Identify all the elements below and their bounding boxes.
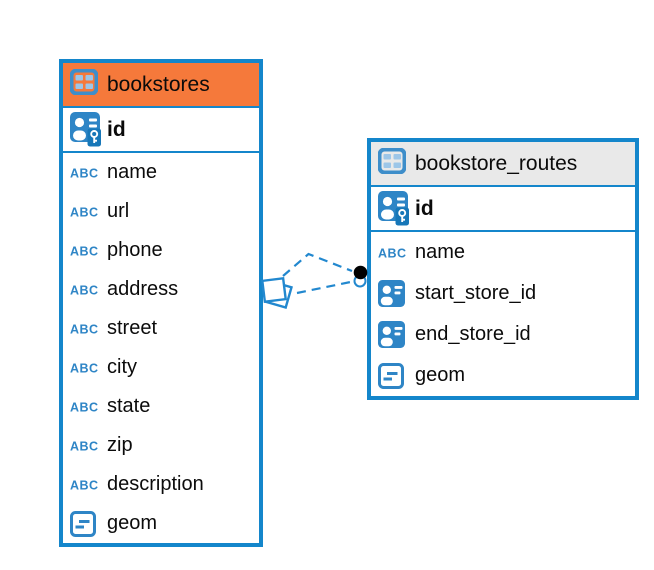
- text-type-icon: ABC: [70, 282, 98, 298]
- column-name: description: [107, 473, 204, 495]
- table-title: bookstore_routes: [415, 151, 578, 175]
- column-name: id: [415, 196, 434, 220]
- geometry-type-icon: [70, 510, 96, 537]
- column-icon-cell: ABC: [70, 438, 107, 454]
- primary-key-icon: [378, 191, 411, 226]
- column-name: state: [107, 395, 151, 417]
- svg-text:ABC: ABC: [70, 400, 98, 414]
- column-name: street: [107, 317, 158, 339]
- text-type-icon: ABC: [70, 165, 98, 181]
- table-header[interactable]: bookstore_routes: [371, 142, 635, 187]
- column-icon-cell: ABC: [70, 399, 107, 415]
- relationship-source-marker[interactable]: [260, 276, 293, 309]
- column-name: city: [107, 356, 137, 378]
- relationship-link-upper[interactable]: [282, 252, 353, 277]
- column-name: address: [107, 278, 179, 300]
- column-row-state[interactable]: ABC state: [63, 387, 259, 426]
- table-title: bookstores: [107, 72, 210, 96]
- foreign-key-icon: [378, 280, 405, 307]
- column-icon-cell: [378, 191, 415, 226]
- text-type-icon: ABC: [70, 360, 98, 376]
- svg-text:ABC: ABC: [70, 205, 98, 219]
- column-name: url: [107, 200, 130, 222]
- column-icon-cell: [378, 362, 415, 389]
- svg-text:ABC: ABC: [70, 322, 98, 336]
- text-type-icon: ABC: [70, 243, 98, 259]
- column-row-phone[interactable]: ABC phone: [63, 231, 259, 270]
- column-row-zip[interactable]: ABC zip: [63, 426, 259, 465]
- column-row-street[interactable]: ABC street: [63, 309, 259, 348]
- column-icon-cell: ABC: [70, 165, 107, 181]
- geometry-type-icon: [378, 362, 404, 389]
- column-icon-cell: ABC: [378, 245, 415, 261]
- column-row-end_store_id[interactable]: end_store_id: [371, 314, 635, 355]
- svg-text:ABC: ABC: [70, 478, 98, 492]
- text-type-icon: ABC: [70, 321, 98, 337]
- primary-key-icon: [70, 112, 103, 147]
- svg-text:ABC: ABC: [70, 244, 98, 258]
- relationship-target-marker[interactable]: [353, 265, 368, 288]
- svg-text:ABC: ABC: [378, 246, 406, 260]
- column-row-city[interactable]: ABC city: [63, 348, 259, 387]
- column-icon-cell: ABC: [70, 243, 107, 259]
- table-icon: [69, 68, 99, 100]
- column-name: geom: [415, 364, 466, 386]
- relationship-link-lower[interactable]: [296, 280, 354, 295]
- table-header[interactable]: bookstores: [63, 63, 259, 108]
- svg-text:ABC: ABC: [70, 361, 98, 375]
- column-name: start_store_id: [415, 282, 537, 304]
- column-icon-cell: ABC: [70, 282, 107, 298]
- svg-text:ABC: ABC: [70, 439, 98, 453]
- text-type-icon: ABC: [378, 245, 406, 261]
- column-row-geom[interactable]: geom: [371, 355, 635, 396]
- column-name: zip: [107, 434, 133, 456]
- column-name: name: [415, 241, 466, 263]
- column-row-id[interactable]: id: [63, 108, 259, 153]
- column-row-url[interactable]: ABC url: [63, 192, 259, 231]
- column-icon-cell: ABC: [70, 321, 107, 337]
- column-row-name[interactable]: ABC name: [371, 232, 635, 273]
- column-row-start_store_id[interactable]: start_store_id: [371, 273, 635, 314]
- column-icon-cell: ABC: [70, 477, 107, 493]
- column-icon-cell: [378, 280, 415, 307]
- text-type-icon: ABC: [70, 438, 98, 454]
- svg-text:ABC: ABC: [70, 166, 98, 180]
- text-type-icon: ABC: [70, 399, 98, 415]
- column-name: name: [107, 161, 158, 183]
- column-name: geom: [107, 512, 158, 534]
- column-row-id[interactable]: id: [371, 187, 635, 232]
- column-name: phone: [107, 239, 163, 261]
- column-icon-cell: [378, 321, 415, 348]
- column-icon-cell: [70, 510, 107, 537]
- svg-text:ABC: ABC: [70, 283, 98, 297]
- table-icon: [377, 147, 407, 179]
- foreign-key-icon: [378, 321, 405, 348]
- column-icon-cell: [70, 112, 107, 147]
- column-row-description[interactable]: ABC description: [63, 465, 259, 504]
- column-row-address[interactable]: ABC address: [63, 270, 259, 309]
- column-name: end_store_id: [415, 323, 531, 345]
- column-row-geom[interactable]: geom: [63, 504, 259, 543]
- text-type-icon: ABC: [70, 477, 98, 493]
- column-icon-cell: ABC: [70, 204, 107, 220]
- text-type-icon: ABC: [70, 204, 98, 220]
- column-icon-cell: ABC: [70, 360, 107, 376]
- column-name: id: [107, 117, 126, 141]
- column-row-name[interactable]: ABC name: [63, 153, 259, 192]
